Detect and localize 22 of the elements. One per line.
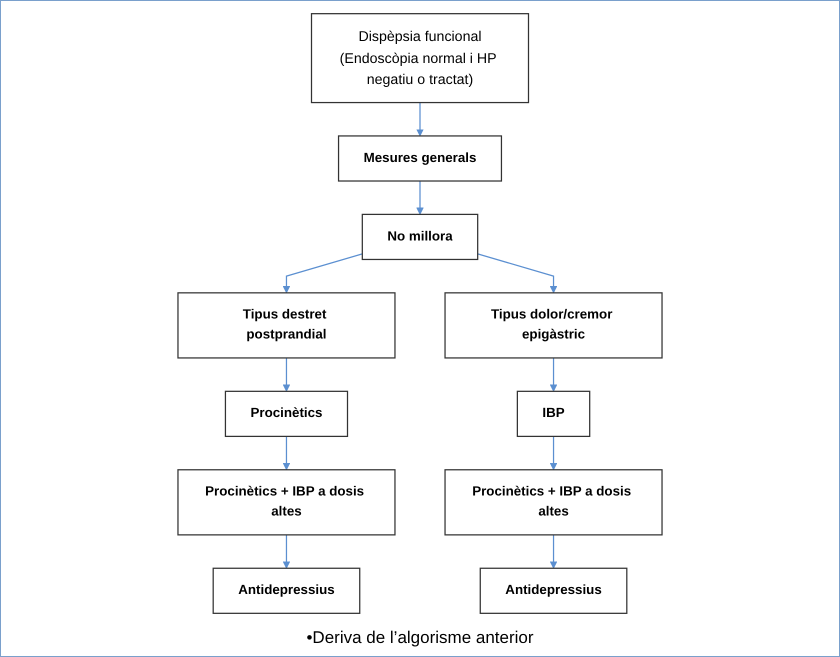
arrow (282, 534, 290, 569)
arrow (550, 358, 558, 392)
arrow (478, 253, 558, 294)
node-box: Tipus dolor/cremor epigàstric (444, 292, 663, 359)
node-box: Procinètics + IBP a dosis altes (444, 469, 663, 536)
node-box: Mesures generals (338, 135, 502, 182)
arrow (416, 181, 424, 215)
node-box: Dispèpsia funcional (Endoscòpia normal i HP negatiu o tractat) (310, 13, 530, 104)
node-box: IBP (516, 390, 590, 438)
arrow (282, 358, 290, 392)
node-box: Tipus destret postprandial (177, 292, 396, 359)
node-box: No millora (362, 214, 478, 260)
arrow (550, 436, 558, 470)
arrow (282, 253, 362, 294)
node-box: Procinètics + IBP a dosis altes (177, 469, 396, 536)
node-box: Antidepressius (480, 568, 628, 614)
arrow (282, 436, 290, 470)
arrow (416, 102, 424, 136)
arrow (550, 534, 558, 569)
node-box: Procinètics (224, 390, 348, 438)
node-box: Antidepressius (212, 568, 360, 614)
footnote: •Deriva de l’algorisme anterior (306, 628, 534, 648)
